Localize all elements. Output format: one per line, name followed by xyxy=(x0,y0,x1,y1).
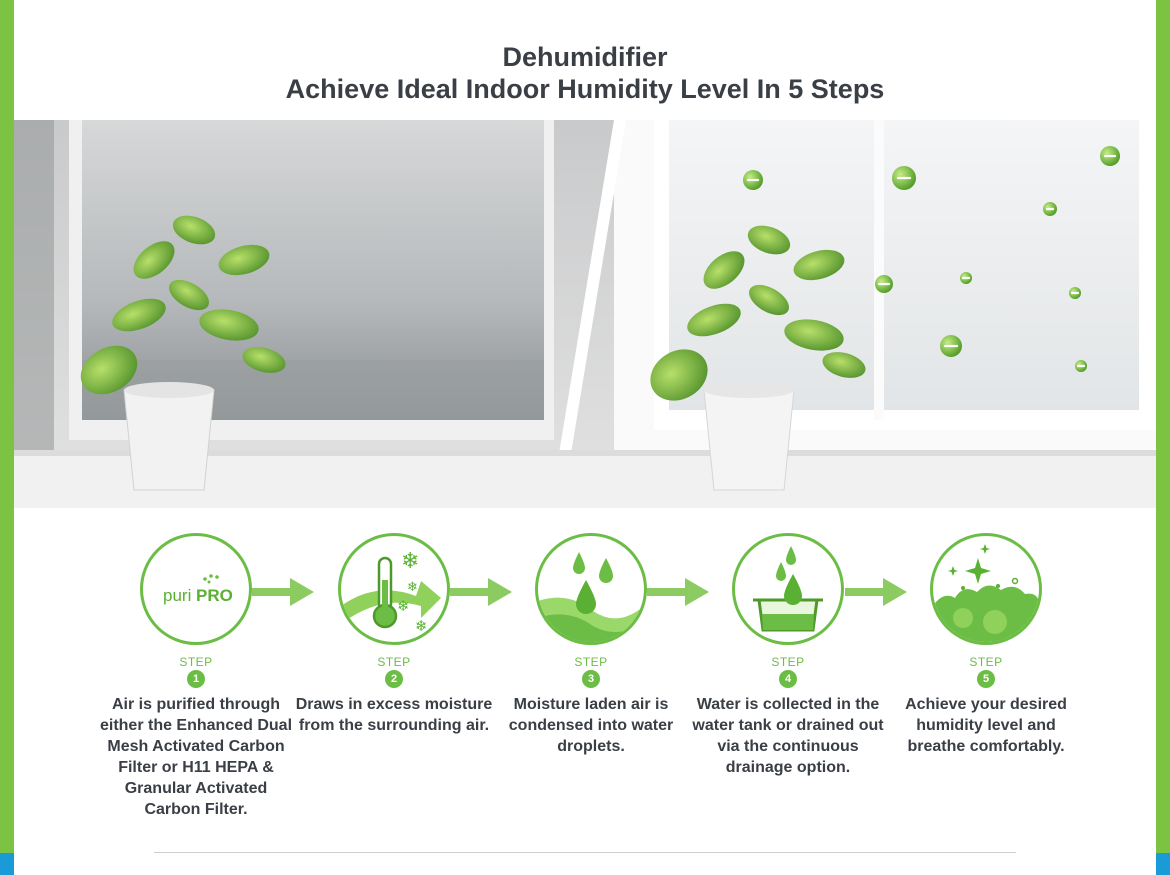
step-3: STEP 3 Moisture laden air is condensed i… xyxy=(491,533,691,757)
svg-text:❄: ❄ xyxy=(397,597,410,615)
step-5-number: 5 xyxy=(977,670,995,688)
sparkle-clean-air-icon xyxy=(933,544,1039,642)
step-1-number: 1 xyxy=(187,670,205,688)
step-4-number: 4 xyxy=(779,670,797,688)
step-4-description: Water is collected in the water tank or … xyxy=(692,696,884,776)
arrow-right-icon xyxy=(647,578,709,606)
water-droplets-icon xyxy=(538,552,644,642)
hero-window-image xyxy=(14,120,1156,508)
step-5-label: STEP xyxy=(969,655,1003,669)
arrow-right-icon xyxy=(845,578,907,606)
step-5: STEP 5 Achieve your desired humidity lev… xyxy=(886,533,1086,757)
step-2-circle: ❄ ❄ ❄ ❄ xyxy=(338,533,450,645)
arrow-right-icon xyxy=(450,578,512,606)
step-4-circle xyxy=(732,533,844,645)
page-subtitle: Achieve Ideal Indoor Humidity Level In 5… xyxy=(285,74,885,104)
step-3-description: Moisture laden air is condensed into wat… xyxy=(508,696,674,755)
step-1-description: Air is purified through either the Enhan… xyxy=(99,696,293,818)
thermometer-snowflake-icon: ❄ ❄ ❄ ❄ xyxy=(341,549,441,635)
left-blue-corner xyxy=(0,853,14,875)
puripro-logo-icon: puri PRO xyxy=(163,574,233,605)
step-2: ❄ ❄ ❄ ❄ STEP 2 Draws in excess moisture … xyxy=(294,533,494,736)
footer-divider xyxy=(154,852,1016,853)
left-green-border xyxy=(0,0,14,875)
step-5-circle xyxy=(930,533,1042,645)
right-blue-corner xyxy=(1156,853,1170,875)
step-4-label: STEP xyxy=(771,655,805,669)
arrow-right-icon xyxy=(252,578,314,606)
svg-text:❄: ❄ xyxy=(407,580,418,595)
step-1: puri PRO STEP 1 Air is purified through … xyxy=(96,533,296,820)
page-title: Dehumidifier xyxy=(502,42,668,72)
step-2-label: STEP xyxy=(377,655,411,669)
step-3-label: STEP xyxy=(574,655,608,669)
step-2-description: Draws in excess moisture from the surrou… xyxy=(295,696,493,734)
step-3-circle xyxy=(535,533,647,645)
right-green-border xyxy=(1156,0,1170,875)
step-5-description: Achieve your desired humidity level and … xyxy=(905,696,1067,755)
water-tank-icon xyxy=(753,546,823,632)
svg-text:❄: ❄ xyxy=(401,549,419,574)
step-2-number: 2 xyxy=(385,670,403,688)
step-1-circle: puri PRO xyxy=(140,533,252,645)
svg-text:❄: ❄ xyxy=(415,617,428,635)
step-3-number: 3 xyxy=(582,670,600,688)
svg-text:puri: puri xyxy=(163,586,191,605)
svg-text:PRO: PRO xyxy=(196,586,233,605)
step-1-label: STEP xyxy=(179,655,213,669)
step-4: STEP 4 Water is collected in the water t… xyxy=(688,533,888,778)
